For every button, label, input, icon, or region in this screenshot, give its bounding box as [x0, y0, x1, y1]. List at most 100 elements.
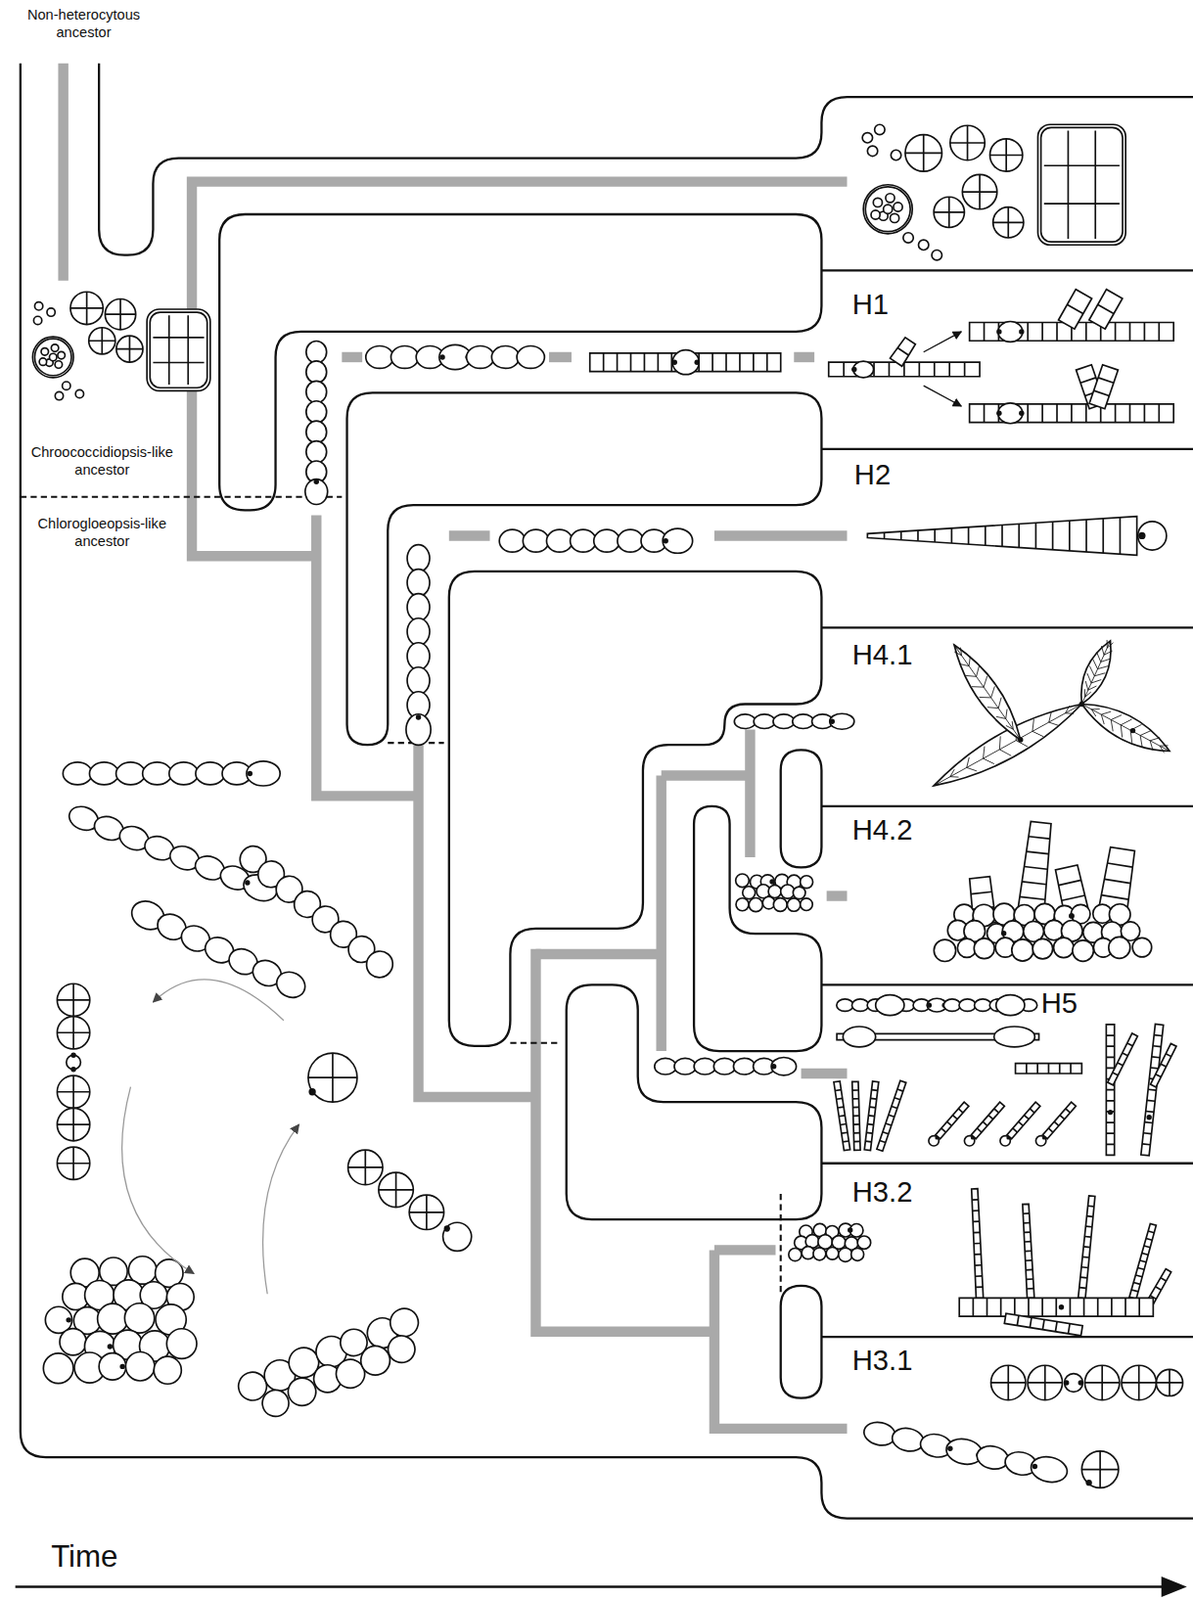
cyanobacteria-cells: [348, 1149, 383, 1185]
cyanobacteria-cells: [98, 1353, 127, 1381]
branching-arrow: [923, 331, 963, 353]
cyanobacteria-cells: [1058, 879, 1086, 901]
cyanobacteria-cells: [1048, 1108, 1070, 1133]
cyanobacteria-cells: [742, 886, 756, 900]
cyanobacteria-cells: [366, 345, 394, 368]
cyanobacteria-cells: [934, 1136, 939, 1141]
cyanobacteria-cells: [1142, 1035, 1162, 1146]
cyanobacteria-cells: [246, 761, 280, 786]
cyanobacteria-cells: [974, 999, 992, 1012]
cyanobacteria-cells: [1094, 377, 1114, 397]
cyanobacteria-cells: [89, 327, 116, 355]
cyanobacteria-cells: [65, 1317, 71, 1323]
cyanobacteria-cells: [1121, 1365, 1156, 1400]
cyanobacteria-cells: [773, 898, 787, 913]
lineage-line: [801, 1068, 848, 1079]
cyanobacteria-cells: [872, 197, 882, 207]
cyanobacteria-cells: [407, 642, 430, 671]
cyanobacteria-cells: [1131, 1231, 1154, 1292]
cyanobacteria-cells: [672, 350, 699, 375]
cyanobacteria-cells: [1130, 728, 1136, 734]
cyanobacteria-cells: [594, 529, 621, 552]
cyanobacteria-cells: [963, 1136, 974, 1147]
cyanobacteria-cells: [825, 1247, 839, 1261]
branching-arrow: [923, 331, 963, 407]
cyanobacteria-cells: [306, 380, 327, 403]
life-cycle-arrow: [263, 1124, 300, 1294]
cyanobacteria-cells: [1037, 124, 1126, 245]
cyanobacteria-cells: [305, 479, 328, 505]
cyanobacteria-cells: [407, 545, 430, 573]
cyanobacteria-cells: [1089, 365, 1118, 410]
clade-outline: [98, 63, 1193, 256]
cyanobacteria-cells: [889, 337, 916, 367]
cyanobacteria-cells: [773, 714, 795, 730]
cyanobacteria-cells: [989, 138, 1022, 172]
cyanobacteria-cells: [954, 644, 1021, 740]
clade-outline: [821, 1162, 1193, 1165]
cyanobacteria-cells: [828, 362, 980, 377]
cyanobacteria-cells: [962, 174, 997, 209]
ancestor-label: Non-heterocytous ancestor: [6, 5, 160, 41]
cyanobacteria-cells: [1022, 1213, 1034, 1289]
cyanobacteria-cells: [931, 249, 942, 260]
cyanobacteria-cells: [54, 391, 63, 400]
cyanobacteria-cells: [1081, 640, 1113, 705]
cyanobacteria-cells: [1155, 1369, 1183, 1396]
cyanobacteria-cells: [1078, 1195, 1096, 1299]
cyanobacteria-cells: [833, 1081, 851, 1151]
clade-label: H3.2: [852, 1178, 914, 1207]
cyanobacteria-cells: [166, 1329, 197, 1360]
cyanobacteria-cells: [735, 898, 749, 912]
cyanobacteria-cells: [314, 479, 320, 485]
cyanobacteria-cells: [56, 1075, 90, 1108]
cyanobacteria-cells: [792, 714, 815, 730]
cyanobacteria-cells: [971, 1199, 983, 1288]
cyanobacteria-cells: [1149, 1278, 1166, 1300]
cyanobacteria-cells: [867, 516, 1137, 556]
ancestor-label: Non-heterocytous ancestor: [6, 5, 160, 41]
cyanobacteria-cells: [361, 946, 399, 984]
lineage-line: [191, 182, 847, 557]
cyanobacteria-cells: [390, 345, 418, 368]
cyanobacteria-cells: [308, 1053, 358, 1102]
cyanobacteria-cells: [32, 124, 1183, 1488]
cyanobacteria-cells: [996, 995, 1025, 1016]
cyanobacteria-cells: [928, 1136, 939, 1147]
cyanobacteria-cells: [1072, 940, 1094, 962]
cyanobacteria-cells: [1081, 1451, 1119, 1489]
clade-outline: [347, 392, 823, 745]
cyanobacteria-cells: [70, 291, 103, 324]
cyanobacteria-cells: [153, 1356, 182, 1384]
cyanobacteria-cells: [1107, 1109, 1113, 1115]
cyanobacteria-cells: [415, 714, 421, 720]
cyanobacteria-cells: [991, 1365, 1026, 1400]
cyanobacteria-cells: [1035, 1136, 1046, 1147]
cyanobacteria-cells: [672, 359, 678, 365]
cyanobacteria-cells: [1058, 289, 1093, 330]
cyanobacteria-cells: [890, 213, 900, 223]
cyanobacteria-cells: [1068, 913, 1074, 918]
cyanobacteria-cells: [1138, 532, 1146, 540]
cyanobacteria-cells: [865, 186, 911, 232]
cyanobacteria-cells: [933, 939, 956, 962]
cyanobacteria-cells: [56, 1016, 90, 1050]
cyanobacteria-cells: [116, 335, 143, 363]
cyanobacteria-cells: [879, 1089, 904, 1143]
cyanobacteria-cells: [107, 1343, 113, 1349]
cyanobacteria-cells: [1105, 1035, 1114, 1145]
cyanobacteria-cells: [674, 1057, 696, 1075]
cyanobacteria-cells: [970, 1136, 975, 1141]
clade-label: H5: [1041, 989, 1078, 1018]
cyanobacteria-cells: [771, 1063, 777, 1069]
cyanobacteria-cells: [905, 135, 943, 173]
cyanobacteria-cells: [851, 999, 869, 1012]
cyanobacteria-cells: [1015, 1063, 1083, 1074]
cyanobacteria-cells: [516, 345, 545, 368]
cyanobacteria-cells: [546, 529, 573, 552]
lineage-line: [714, 1244, 777, 1255]
cyanobacteria-cells: [247, 771, 253, 777]
cyanobacteria-cells: [852, 1081, 861, 1150]
cyanobacteria-cells: [874, 124, 885, 135]
